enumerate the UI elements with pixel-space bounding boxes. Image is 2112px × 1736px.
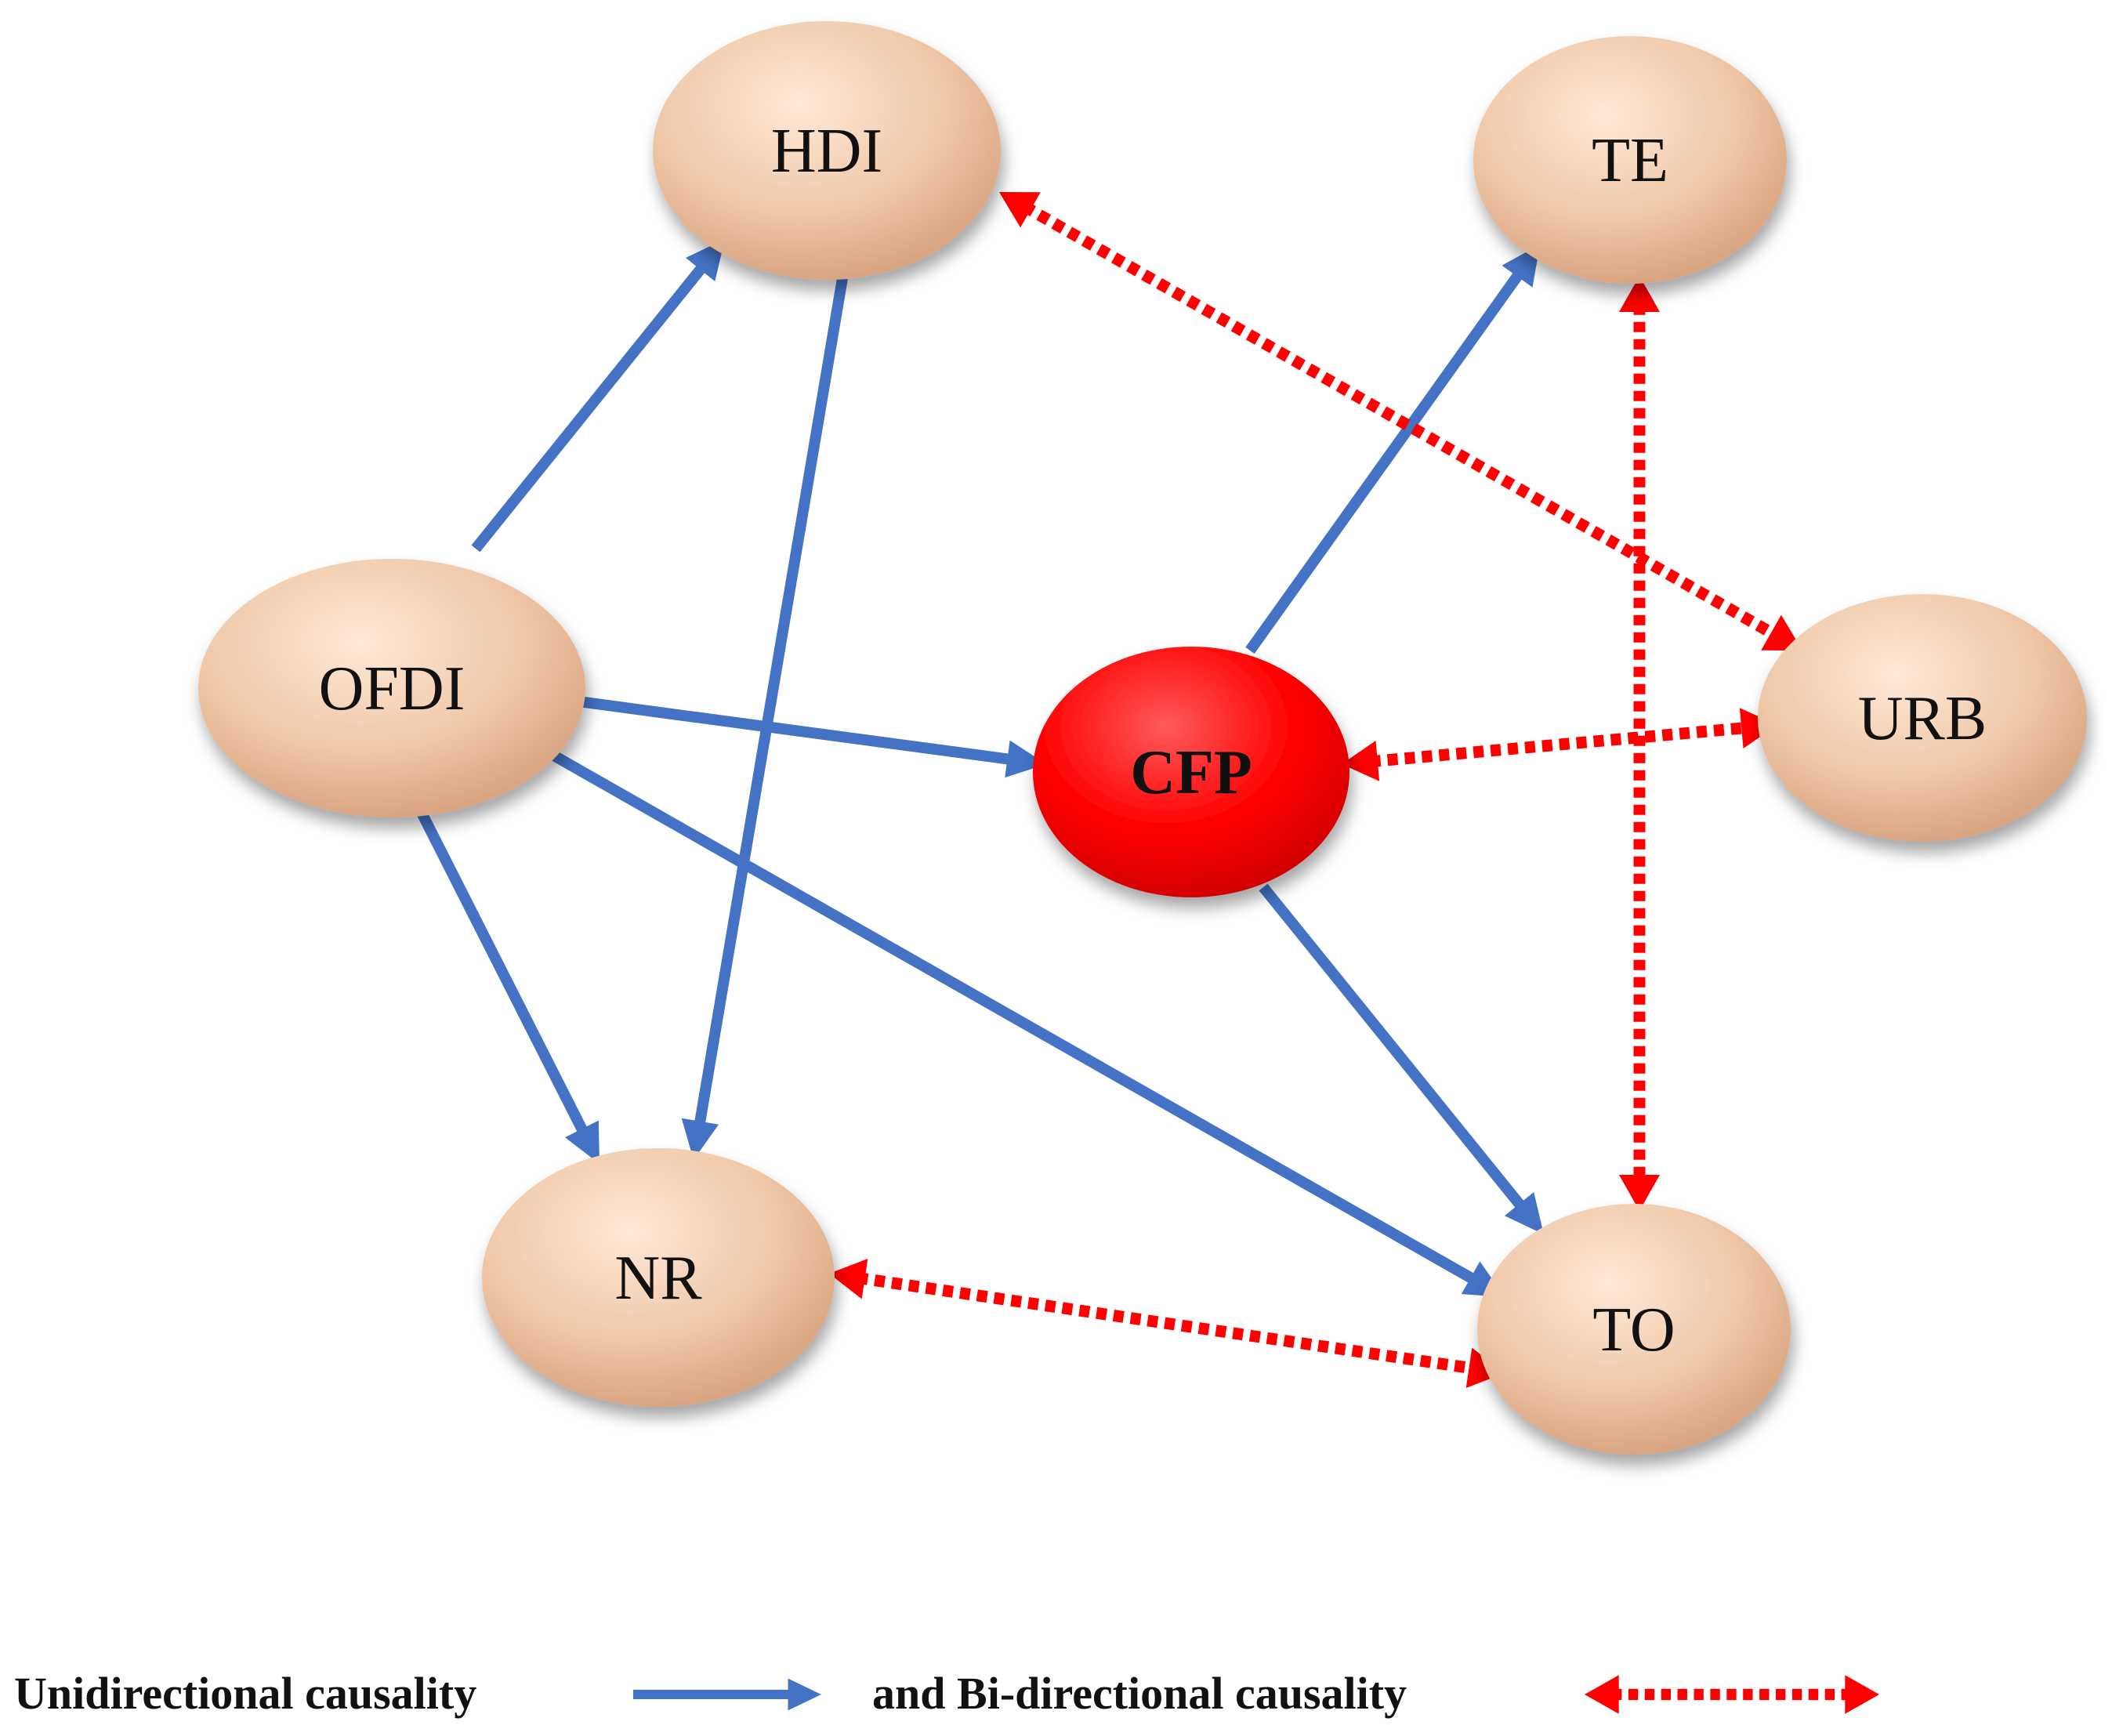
- edge-cfp-urb-bidirectional-arrow: [1342, 708, 1777, 781]
- node-cfp-label: CFP: [1130, 738, 1252, 807]
- edge-ofdi-nr-arrow-head: [565, 1120, 600, 1164]
- edge-nr-to-bidirectional-arrow: [829, 1259, 1505, 1388]
- edge-hdi-nr-arrow-line: [694, 277, 848, 1129]
- edge-hdi-urb-bidirectional-arrow: [999, 192, 1802, 651]
- edge-cfp-te-arrow-line: [1245, 268, 1525, 654]
- legend-bidirectional-arrow: [1585, 1675, 1879, 1714]
- node-nr-ellipse: [482, 1148, 835, 1407]
- node-hdi-ellipse: [653, 21, 1001, 280]
- node-te-ellipse: [1473, 36, 1787, 284]
- edge-cfp-urb-bidirectional-arrow-head-start: [1342, 741, 1380, 781]
- edge-ofdi-cfp-arrow-head: [1005, 740, 1046, 778]
- node-nr: NR: [482, 1148, 835, 1407]
- edge-hdi-urb-bidirectional-arrow-line: [1021, 201, 1781, 642]
- legend-bidirectional-arrow-shape: [1585, 1675, 1879, 1714]
- node-ofdi-label: OFDI: [319, 654, 466, 723]
- edge-ofdi-hdi-arrow: [471, 239, 725, 553]
- node-to-label: TO: [1592, 1296, 1675, 1365]
- node-hdi: HDI: [653, 21, 1001, 280]
- node-ofdi-ellipse: [198, 559, 585, 817]
- edge-ofdi-nr-arrow-line: [416, 810, 590, 1137]
- node-nr-label: NR: [614, 1244, 702, 1313]
- edge-cfp-urb-bidirectional-arrow-line: [1370, 721, 1749, 768]
- node-cfp: CFP: [1033, 647, 1349, 897]
- node-ofdi: OFDI: [198, 559, 585, 817]
- edge-cfp-to-arrow-line: [1259, 883, 1527, 1212]
- legend-unidirectional-arrow-shape: [633, 1678, 821, 1711]
- edge-te-to-bidirectional-arrow: [1619, 276, 1660, 1211]
- edge-nr-to-bidirectional-arrow-head-start: [829, 1259, 868, 1299]
- node-cfp-ellipse: [1033, 647, 1349, 897]
- edges-layer: [416, 192, 1802, 1388]
- node-te-label: TE: [1592, 126, 1668, 195]
- node-urb: URB: [1758, 594, 2087, 842]
- node-to: TO: [1477, 1204, 1791, 1455]
- legend-unidirectional-arrow-shape-head: [788, 1678, 821, 1711]
- edge-hdi-urb-bidirectional-arrow-head-start: [999, 192, 1041, 228]
- edge-cfp-to-arrow: [1259, 883, 1544, 1234]
- node-te: TE: [1473, 36, 1787, 284]
- edge-te-to-bidirectional-arrow-head-end: [1619, 1175, 1660, 1211]
- node-hdi-label: HDI: [771, 117, 882, 186]
- nodes-layer: HDI TE OFDI CFP URB NR TO: [198, 21, 2087, 1455]
- legend-bidirectional-label: and Bi-directional causality: [872, 1668, 1407, 1719]
- node-urb-ellipse: [1758, 594, 2087, 842]
- legend-unidirectional-label: Unidirectional causality: [14, 1668, 476, 1719]
- edge-cfp-to-arrow-head: [1504, 1192, 1544, 1234]
- edge-hdi-urb-bidirectional-arrow-head-end: [1761, 614, 1802, 651]
- edge-hdi-nr-arrow-head: [681, 1118, 719, 1160]
- edge-hdi-nr-arrow: [681, 277, 848, 1160]
- node-urb-label: URB: [1858, 684, 1987, 753]
- legend-bidirectional-arrow-shape-head-end: [1845, 1675, 1879, 1714]
- node-to-ellipse: [1477, 1204, 1791, 1455]
- edge-nr-to-bidirectional-arrow-line: [857, 1271, 1477, 1375]
- edge-cfp-te-arrow: [1245, 245, 1540, 654]
- edge-ofdi-cfp-arrow: [578, 696, 1046, 778]
- edge-ofdi-cfp-arrow-line: [578, 696, 1014, 766]
- edge-ofdi-nr-arrow: [416, 810, 600, 1164]
- edge-ofdi-to-arrow-line: [549, 749, 1479, 1286]
- legend: Unidirectional causality and Bi-directio…: [14, 1668, 1879, 1719]
- legend-bidirectional-arrow-shape-head-start: [1585, 1675, 1619, 1714]
- edge-te-to-bidirectional-arrow-head-start: [1619, 276, 1660, 312]
- legend-unidirectional-arrow: [633, 1678, 821, 1711]
- edge-ofdi-hdi-arrow-line: [471, 261, 708, 553]
